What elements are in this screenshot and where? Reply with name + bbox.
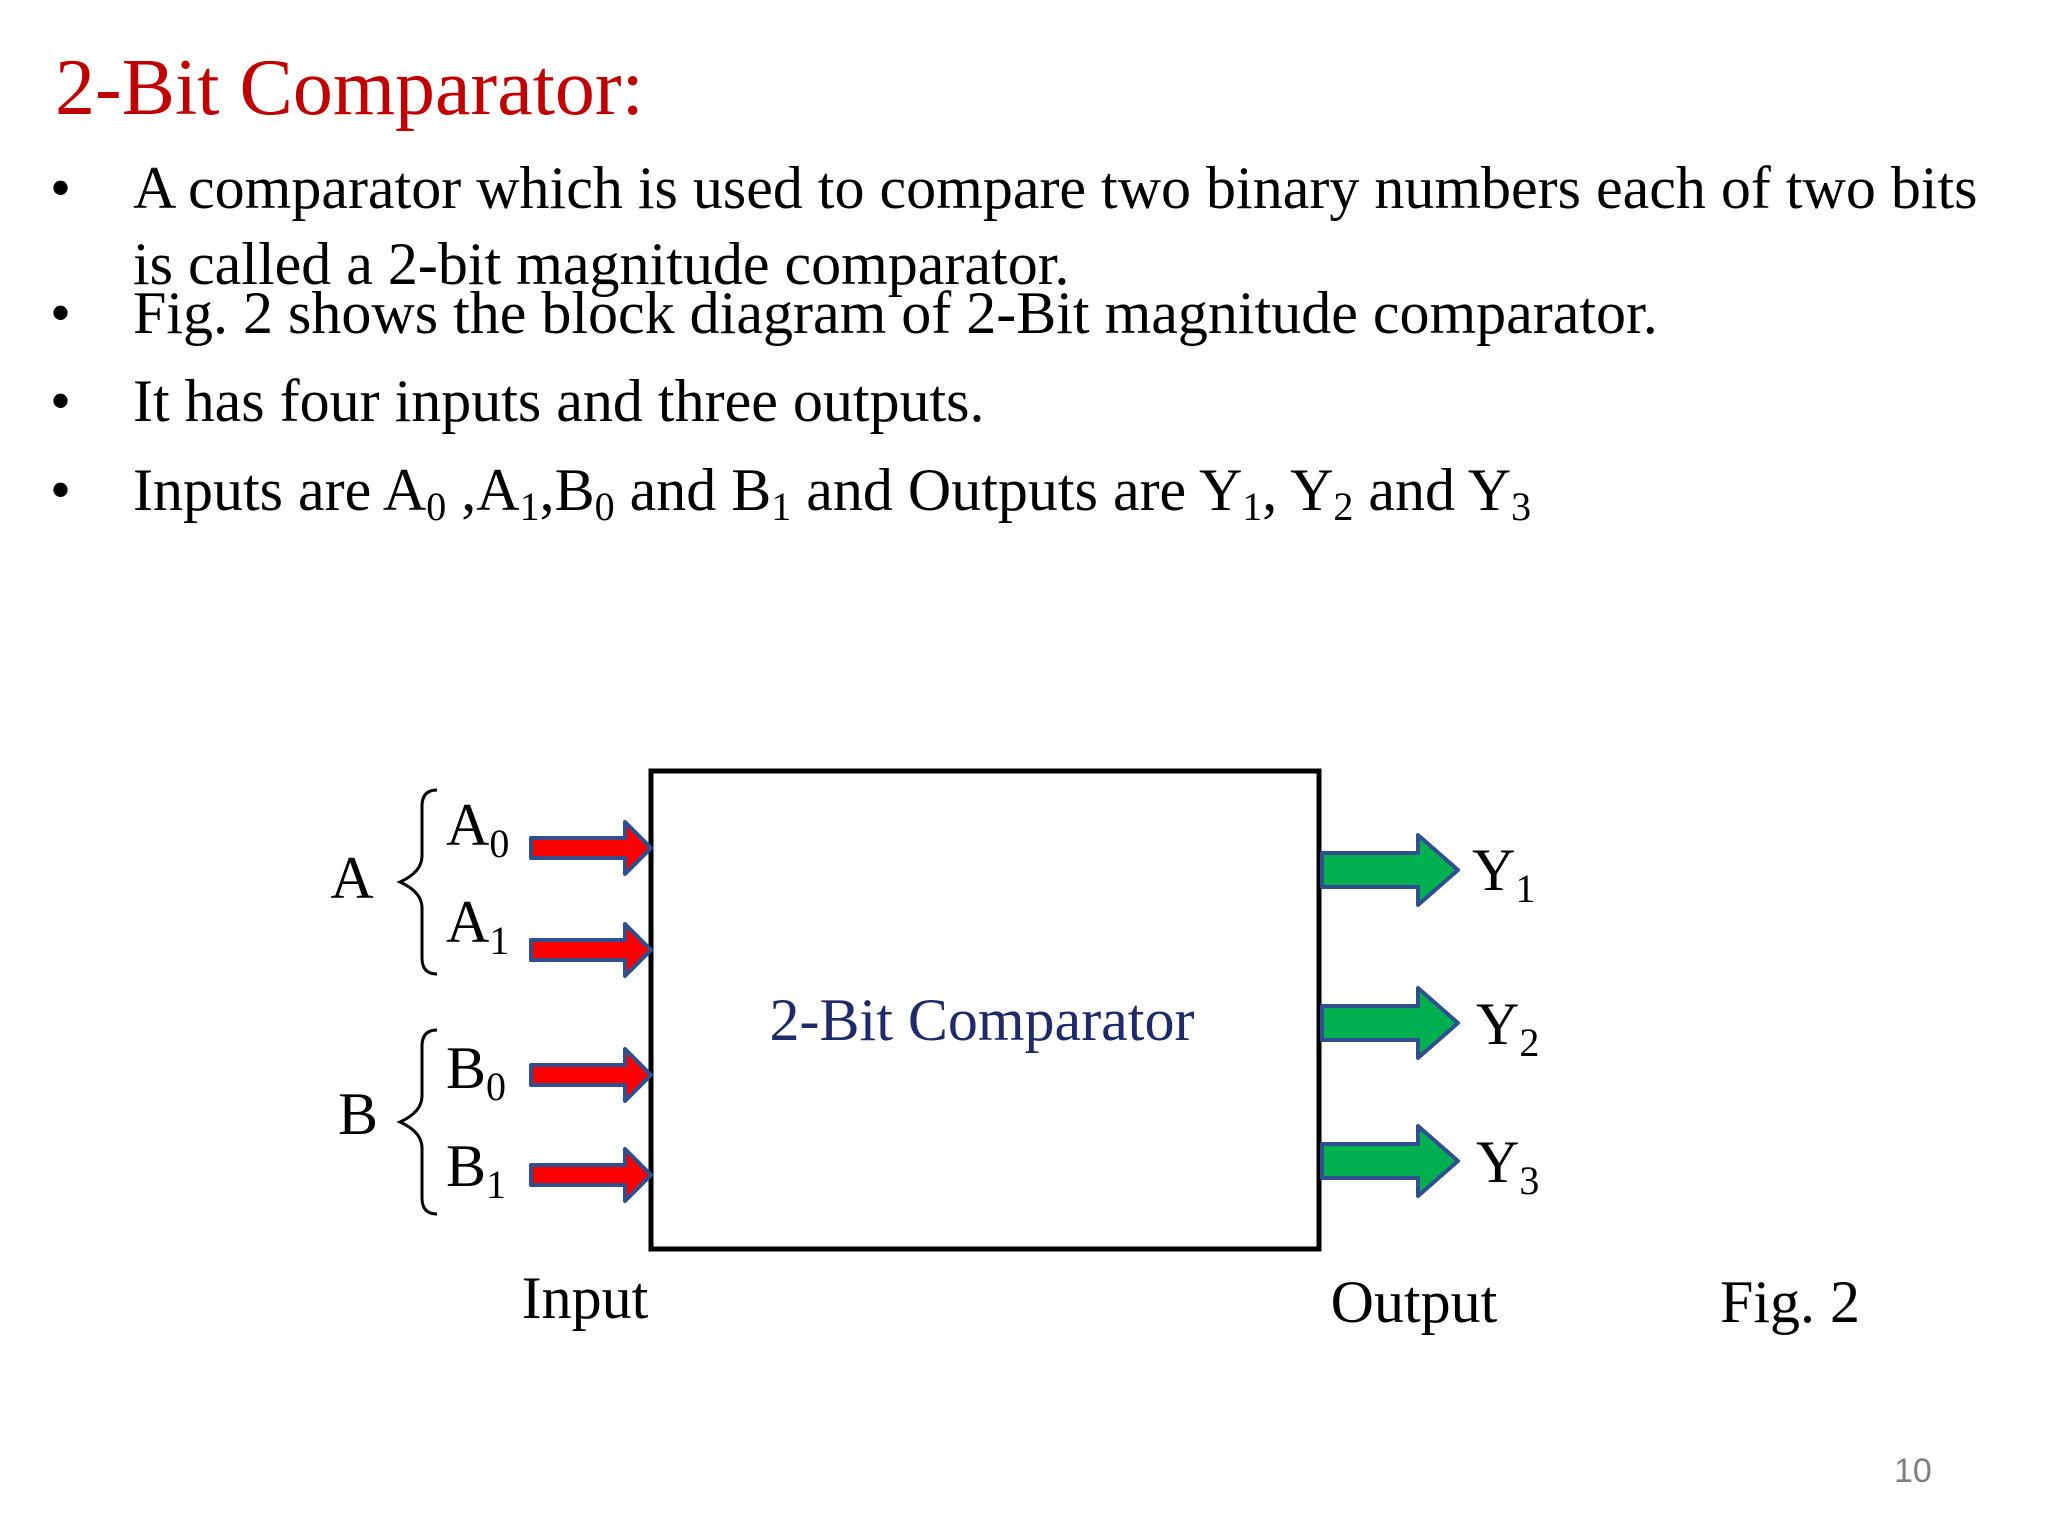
block-label: 2-Bit Comparator <box>770 987 1195 1053</box>
bullet-text-inputs-outputs: Inputs are A0 ,A1,B0 and B1 and Outputs … <box>133 452 2013 528</box>
bullet-dot-icon: • <box>50 368 72 434</box>
subscript: 1 <box>1242 484 1263 529</box>
text-run: Inputs are A <box>133 457 427 523</box>
output-label-y1: Y1 <box>1472 837 1535 911</box>
page-number: 10 <box>1894 1452 1932 1490</box>
text-run: and Outputs are Y <box>791 457 1243 523</box>
input-label-b0: B0 <box>446 1035 506 1109</box>
slide-title: 2-Bit Comparator: <box>55 44 644 132</box>
bullet-text: Fig. 2 shows the block diagram of 2-Bit … <box>133 280 1658 346</box>
input-arrow-a1-icon <box>529 922 653 978</box>
figure-caption: Fig. 2 <box>1720 1269 1860 1335</box>
text-run: ,B <box>539 457 595 523</box>
group-b-label: B <box>338 1081 378 1147</box>
text-run: ,A <box>446 457 520 523</box>
brace-b-icon <box>396 1028 438 1216</box>
input-arrow-b1-icon <box>529 1147 653 1203</box>
subscript: 0 <box>426 484 447 529</box>
group-a-label: A <box>330 845 373 911</box>
output-caption: Output <box>1331 1269 1498 1335</box>
output-arrow-y3-icon <box>1320 1124 1460 1198</box>
text-run: and B <box>614 457 772 523</box>
output-arrow-y1-icon <box>1320 833 1460 907</box>
subscript: 0 <box>594 484 615 529</box>
subscript: 1 <box>519 484 540 529</box>
bullet-text: It has four inputs and three outputs. <box>133 368 985 434</box>
subscript: 1 <box>771 484 792 529</box>
input-arrow-b0-icon <box>529 1047 653 1103</box>
bullet-text: A comparator which is used to compare tw… <box>133 155 1978 297</box>
bullet-dot-icon: • <box>50 457 72 523</box>
input-label-a0: A0 <box>446 792 509 866</box>
bullet-dot-icon: • <box>50 280 72 346</box>
output-label-y2: Y2 <box>1476 991 1539 1065</box>
subscript: 2 <box>1333 484 1354 529</box>
input-arrow-a0-icon <box>529 820 653 876</box>
brace-a-icon <box>396 788 438 976</box>
input-label-a1: A1 <box>446 889 509 963</box>
input-caption: Input <box>522 1265 649 1331</box>
output-arrow-y2-icon <box>1320 986 1460 1060</box>
input-label-b1: B1 <box>446 1133 506 1207</box>
text-run: , Y <box>1262 457 1334 523</box>
output-label-y3: Y3 <box>1476 1129 1539 1203</box>
subscript: 3 <box>1511 484 1532 529</box>
text-run: and Y <box>1353 457 1512 523</box>
bullet-dot-icon: • <box>50 155 72 221</box>
comparator-block <box>648 768 1322 1252</box>
